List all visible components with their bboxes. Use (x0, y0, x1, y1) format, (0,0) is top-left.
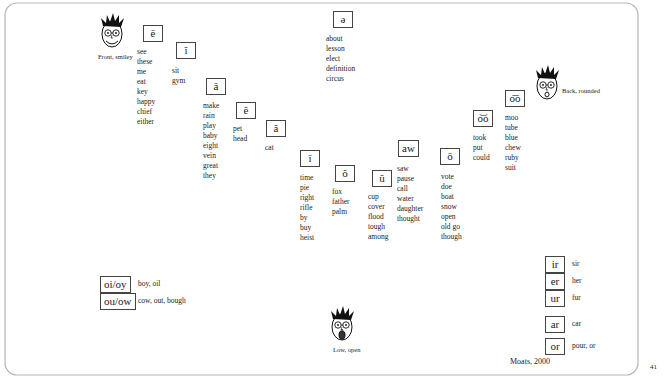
vowel-box: ir (545, 256, 565, 273)
slide-number: 41 (650, 362, 657, 372)
vowel-box: o͞o (505, 90, 525, 107)
vowel-box: ă (266, 120, 286, 137)
word-list: fox father palm (332, 187, 349, 217)
word-list: time pie right rifle by buy heist (300, 173, 314, 243)
vowel-symbol: ə (337, 13, 349, 26)
vowel-box: ĕ (236, 102, 256, 119)
word-list: cup cover flood tough among (368, 192, 388, 242)
open-face (331, 306, 354, 340)
example-words: boy, oil (138, 279, 160, 289)
word-list: pet head (233, 124, 247, 144)
slide-frame (5, 3, 638, 375)
vowel-symbol: o͝o (477, 112, 489, 125)
vowel-box: ī (300, 150, 320, 167)
word-list: cat (265, 143, 274, 153)
vowel-box: ĭ (176, 42, 196, 59)
vowel-box: o͝o (473, 110, 493, 127)
vowel-symbol: oi/oy (104, 278, 127, 291)
example-words: cow, out, bough (138, 296, 186, 306)
vowel-box: ē (143, 25, 163, 42)
vowel-box: ā (206, 78, 226, 95)
vowel-symbol: er (549, 275, 561, 288)
vowel-symbol: or (549, 340, 561, 353)
vowel-box: ə (333, 11, 353, 28)
vowel-box: ŭ (372, 170, 392, 187)
vowel-box: ar (545, 316, 565, 333)
example-words: pour, or (572, 341, 595, 351)
vowel-symbol: ĭ (180, 44, 192, 57)
example-words: car (572, 319, 581, 329)
vowel-symbol: ŭ (376, 172, 388, 185)
vowel-symbol: ar (549, 318, 561, 331)
word-list: took put could (473, 133, 490, 163)
face-caption: Front, smiley (98, 52, 133, 62)
rounded-face (536, 65, 559, 99)
citation: Moats, 2000 (510, 357, 550, 367)
word-list: make rain play baby eight vein great the… (203, 101, 219, 181)
face-caption: Back, rounded (562, 86, 600, 96)
example-words: fur (572, 293, 581, 303)
vowel-symbol: ō (444, 150, 456, 163)
vowel-box: ur (545, 290, 565, 307)
vowel-box: ŏ (335, 165, 355, 182)
smiling-face (101, 13, 124, 47)
vowel-box: oi/oy (100, 276, 131, 293)
example-words: her (572, 276, 582, 286)
vowel-symbol: ă (270, 122, 282, 135)
vowel-symbol: ĕ (240, 104, 252, 117)
vowel-symbol: ē (147, 27, 159, 40)
vowel-symbol: ir (549, 258, 561, 271)
vowel-box: or (545, 338, 565, 355)
vowel-symbol: o͞o (509, 92, 521, 105)
word-list: see these me eat key happy chief either (137, 47, 155, 127)
word-list: about lesson elect definition circus (326, 34, 355, 84)
word-list: moo tube blue chew ruby suit (505, 113, 521, 173)
vowel-box: ō (440, 148, 460, 165)
face-caption: Low, open (333, 345, 360, 355)
example-words: sir (572, 259, 580, 269)
vowel-symbol: ī (304, 152, 316, 165)
word-list: vote doe boat snow open old go though (441, 172, 462, 242)
vowel-box: aw (398, 140, 419, 157)
vowel-symbol: ou/ow (104, 295, 132, 308)
vowel-symbol: aw (402, 142, 415, 155)
word-list: saw pause call water daughter thought (397, 164, 423, 224)
vowel-box: ou/ow (100, 293, 136, 310)
vowel-symbol: ŏ (339, 167, 351, 180)
word-list: sit gym (172, 66, 185, 86)
vowel-symbol: ā (210, 80, 222, 93)
vowel-box: er (545, 273, 565, 290)
vowel-symbol: ur (549, 292, 561, 305)
